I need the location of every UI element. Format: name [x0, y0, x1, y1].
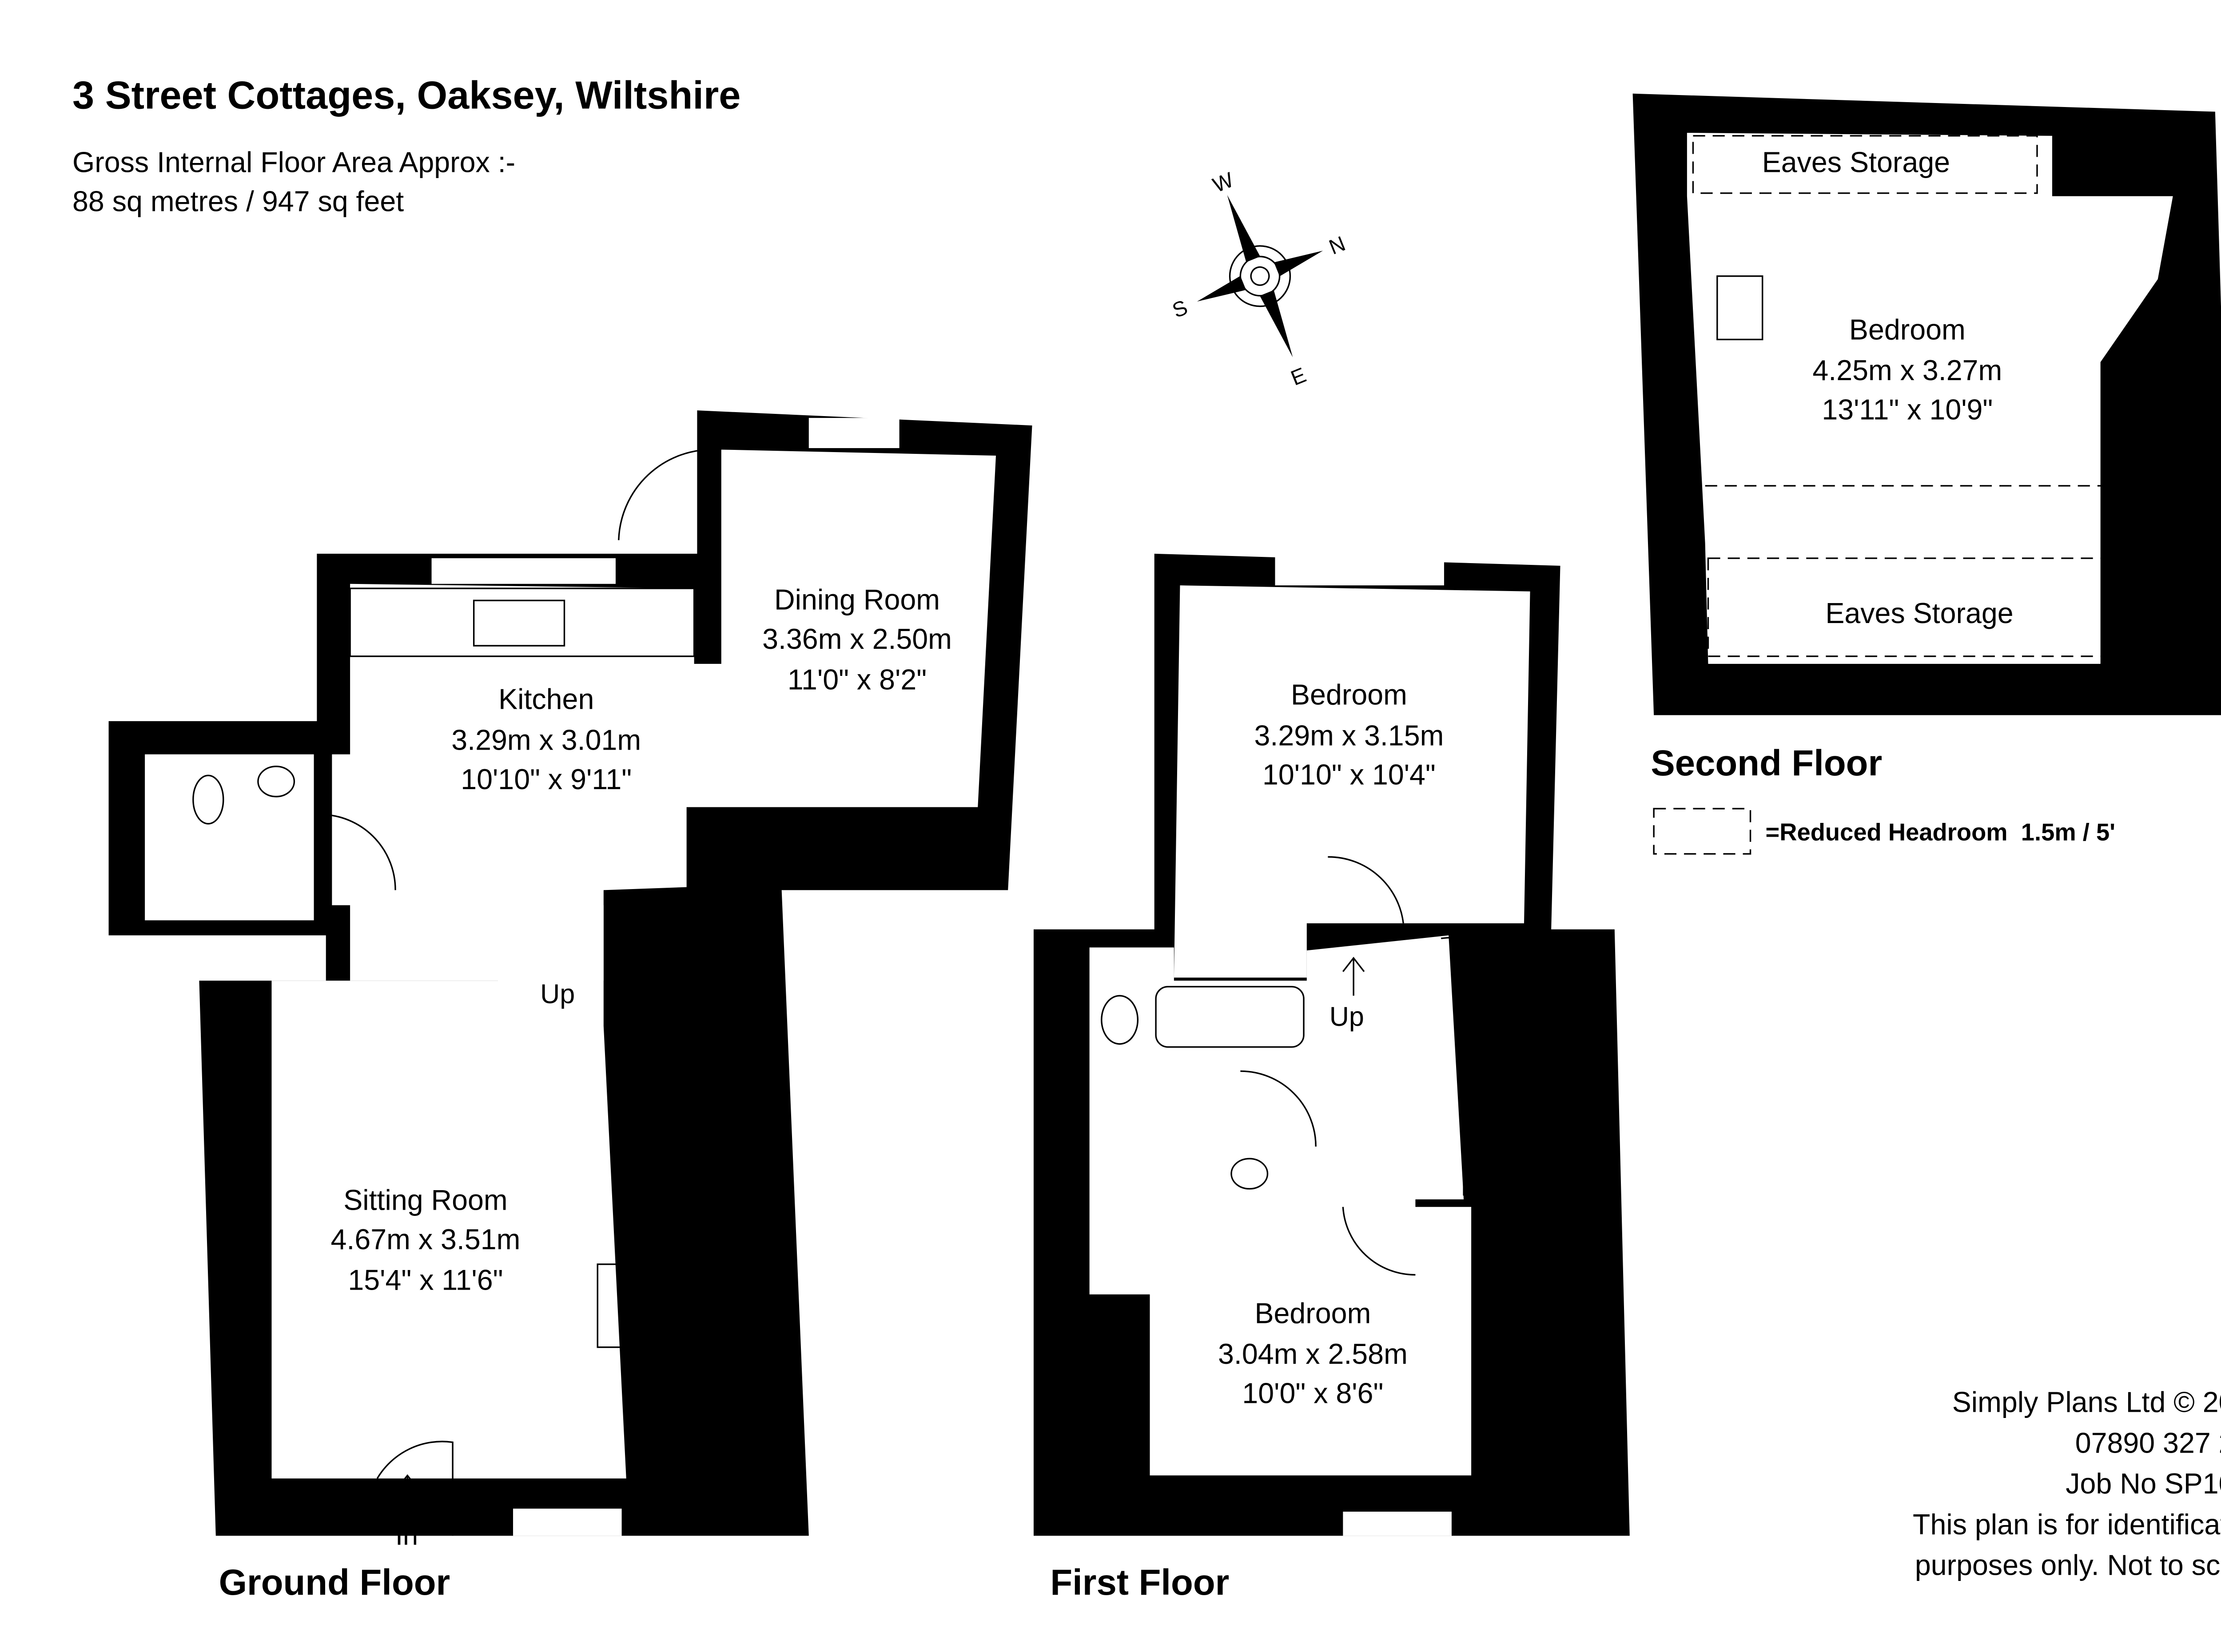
company-credit: Simply Plans Ltd © 2016: [1952, 1386, 2221, 1418]
disclaimer-line-2: purposes only. Not to scale.: [1915, 1549, 2221, 1581]
compass-n: N: [1326, 232, 1349, 259]
dining-room-metric: 3.36m x 2.50m: [762, 623, 952, 655]
footer-info: Simply Plans Ltd © 2016 07890 327 241 Jo…: [1913, 1386, 2221, 1581]
phone-number: 07890 327 241: [2075, 1427, 2221, 1459]
compass-s: S: [1169, 296, 1191, 323]
first-bedroom-1-imperial: 10'10" x 10'4": [1262, 759, 1436, 791]
eaves-storage-top: Eaves Storage: [1762, 146, 1950, 178]
first-bedroom-2-imperial: 10'0" x 8'6": [1242, 1377, 1383, 1409]
dining-room-imperial: 11'0" x 8'2": [788, 664, 927, 696]
compass-w: W: [1210, 168, 1237, 197]
compass-rose-icon: W E S N: [1169, 168, 1349, 390]
second-bedroom-imperial: 13'11" x 10'9": [1822, 394, 1993, 426]
first-floor-label: First Floor: [1050, 1562, 1229, 1603]
compass-e: E: [1288, 363, 1310, 390]
second-bedroom-name: Bedroom: [1849, 314, 1966, 345]
ground-floor-plan: Dining Room 3.36m x 2.50m 11'0" x 8'2" K…: [108, 410, 1032, 1603]
second-bedroom-metric: 4.25m x 3.27m: [1812, 354, 2002, 386]
first-bedroom-2-name: Bedroom: [1254, 1297, 1371, 1329]
second-floor-plan: Eaves Storage Eaves Storage Up Bedroom 4…: [1632, 93, 2221, 783]
sitting-room-metric: 4.67m x 3.51m: [331, 1223, 521, 1255]
second-floor-label: Second Floor: [1651, 743, 1882, 783]
reduced-headroom-swatch: [1653, 808, 1751, 855]
area-line-2: 88 sq metres / 947 sq feet: [72, 186, 404, 218]
ground-floor-label: Ground Floor: [219, 1562, 450, 1603]
sitting-room-name: Sitting Room: [343, 1184, 507, 1216]
first-bedroom-1-metric: 3.29m x 3.15m: [1254, 719, 1444, 751]
entrance-label: In: [395, 1521, 418, 1551]
second-up-label: Up: [2058, 128, 2093, 158]
kitchen-imperial: 10'10" x 9'11": [461, 763, 632, 795]
job-number: Job No SP1030: [2066, 1468, 2221, 1500]
area-line-1: Gross Internal Floor Area Approx :-: [72, 146, 515, 178]
page-title: 3 Street Cottages, Oaksey, Wiltshire: [72, 73, 740, 117]
eaves-storage-bottom: Eaves Storage: [1825, 597, 2013, 629]
disclaimer-line-1: This plan is for identification: [1913, 1509, 2221, 1541]
sitting-room-imperial: 15'4" x 11'6": [348, 1264, 503, 1296]
first-bedroom-2-metric: 3.04m x 2.58m: [1218, 1338, 1408, 1370]
first-bedroom-1-name: Bedroom: [1291, 679, 1407, 711]
first-up-label-1: Up: [1329, 1001, 1364, 1032]
first-up-label-2: Up: [1503, 1013, 1537, 1044]
ground-up-label: Up: [540, 979, 575, 1009]
first-floor-plan: Bedroom 3.29m x 3.15m 10'10" x 10'4" Bed…: [1033, 553, 1630, 1603]
kitchen-metric: 3.29m x 3.01m: [451, 724, 641, 756]
kitchen-name: Kitchen: [498, 683, 594, 715]
legend-text: =Reduced Headroom 1.5m / 5': [1766, 818, 2116, 846]
dining-room-name: Dining Room: [774, 584, 940, 616]
